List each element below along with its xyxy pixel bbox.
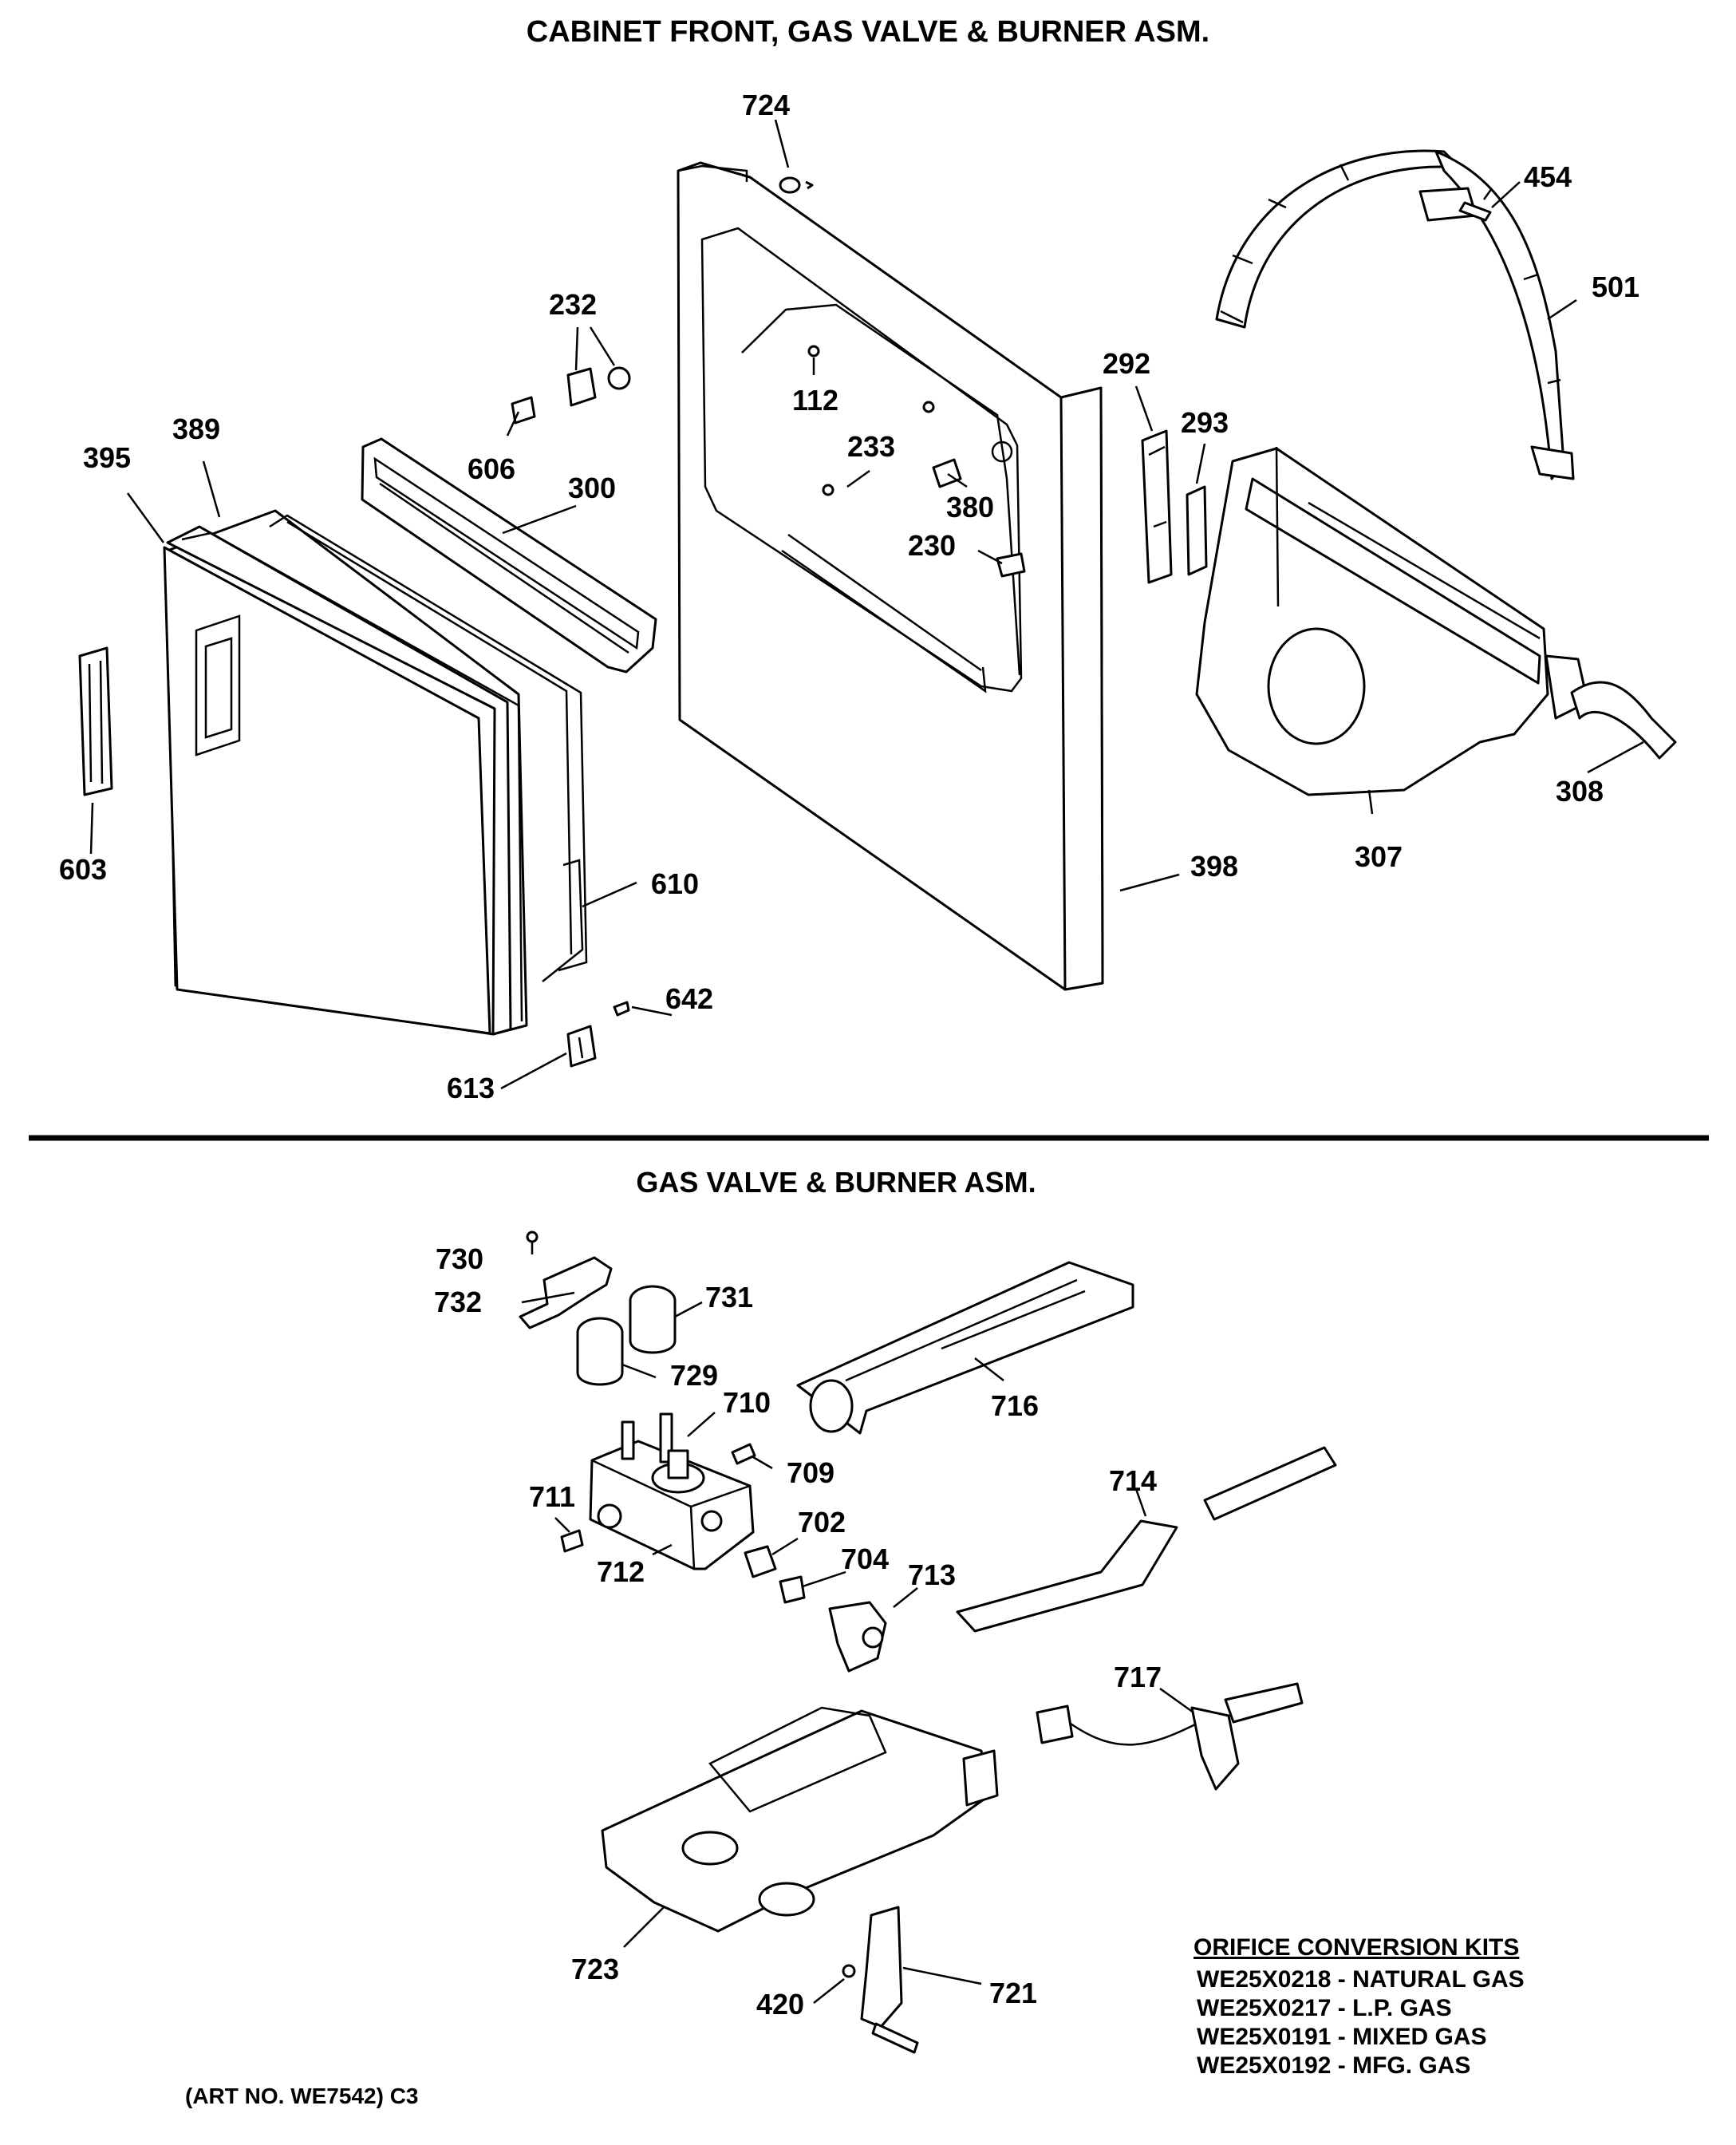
callout-233: 233 [847,430,895,463]
door-handle-part [78,646,113,796]
callout-389: 389 [172,413,220,445]
door-hinge-parts [542,859,630,1068]
front-duct-assembly-part [1195,446,1677,796]
orifice-conversion-kits: ORIFICE CONVERSION KITS WE25X0218 - NATU… [1194,1934,1525,2079]
valve-coils-part [576,1285,677,1386]
burner-shield-bracket-part [842,1906,919,2054]
callout-606: 606 [468,452,515,485]
callout-501: 501 [1592,271,1639,303]
sub-title: GAS VALVE & BURNER ASM. [636,1166,1036,1199]
orifice-kit-item: WE25X0191 - MIXED GAS [1197,2024,1486,2050]
callout-613: 613 [447,1072,495,1104]
coil-bracket-part [519,1256,613,1329]
callout-731: 731 [705,1281,753,1313]
orifice-kit-item: WE25X0218 - NATURAL GAS [1197,1966,1525,1993]
callout-603: 603 [59,853,107,886]
cabinet-front-part [677,161,1104,991]
orifice-kit-item: WE25X0217 - L.P. GAS [1197,1995,1452,2021]
leader-lines [89,119,1644,2004]
orifice-kits-heading: ORIFICE CONVERSION KITS [1194,1934,1519,1961]
burner-mounting-bracket-part [601,1706,999,1933]
callout-724: 724 [742,89,790,121]
callout-395: 395 [83,441,131,474]
callout-293: 293 [1181,406,1229,439]
door-switch-parts [511,366,631,425]
callout-380: 380 [946,491,994,523]
callout-716: 716 [991,1389,1039,1422]
callout-232: 232 [549,288,597,321]
art-number: (ART NO. WE7542) C3 [185,2084,419,2108]
bearing-ring-part [1215,149,1575,480]
callout-398: 398 [1190,850,1238,883]
callout-704: 704 [841,1543,889,1575]
callout-711: 711 [529,1480,575,1513]
callout-300: 300 [568,472,616,504]
callout-709: 709 [787,1456,834,1489]
callout-230: 230 [908,529,956,562]
callout-723: 723 [571,1953,619,1985]
callout-732: 732 [434,1286,482,1318]
callout-714: 714 [1109,1464,1157,1497]
door-panel-part [163,509,588,1036]
callout-420: 420 [756,1988,804,2021]
callout-642: 642 [665,982,713,1015]
orifice-kit-item: WE25X0192 - MFG. GAS [1197,2052,1470,2079]
callout-721: 721 [989,1977,1037,2009]
callout-labels: 724 454 501 232 112 292 293 233 380 230 … [59,89,1639,2021]
cabinet-hardware-parts [779,176,1026,578]
bracket-screw-part [526,1231,539,1254]
callout-112: 112 [792,384,838,417]
callout-610: 610 [651,867,699,900]
callout-702: 702 [798,1506,846,1539]
callout-729: 729 [670,1359,718,1392]
callout-717: 717 [1114,1661,1162,1693]
callout-710: 710 [723,1386,771,1419]
gas-valve-body-part [560,1412,756,1570]
callout-713: 713 [908,1558,956,1591]
valve-fittings-part [744,1545,887,1673]
callout-292: 292 [1103,347,1150,380]
callout-454: 454 [1524,160,1572,193]
burner-tube-part [796,1261,1134,1435]
main-title: CABINET FRONT, GAS VALVE & BURNER ASM. [527,15,1209,49]
igniter-part [1036,1682,1304,1791]
callout-730: 730 [436,1242,483,1275]
callout-308: 308 [1556,775,1604,808]
gas-supply-tube-part [956,1446,1337,1633]
lint-filter-part [361,437,657,674]
callout-712: 712 [597,1555,645,1588]
mounting-brackets-part [1141,429,1208,584]
callout-307: 307 [1355,840,1403,873]
thermostat-clip-part [1458,201,1492,222]
